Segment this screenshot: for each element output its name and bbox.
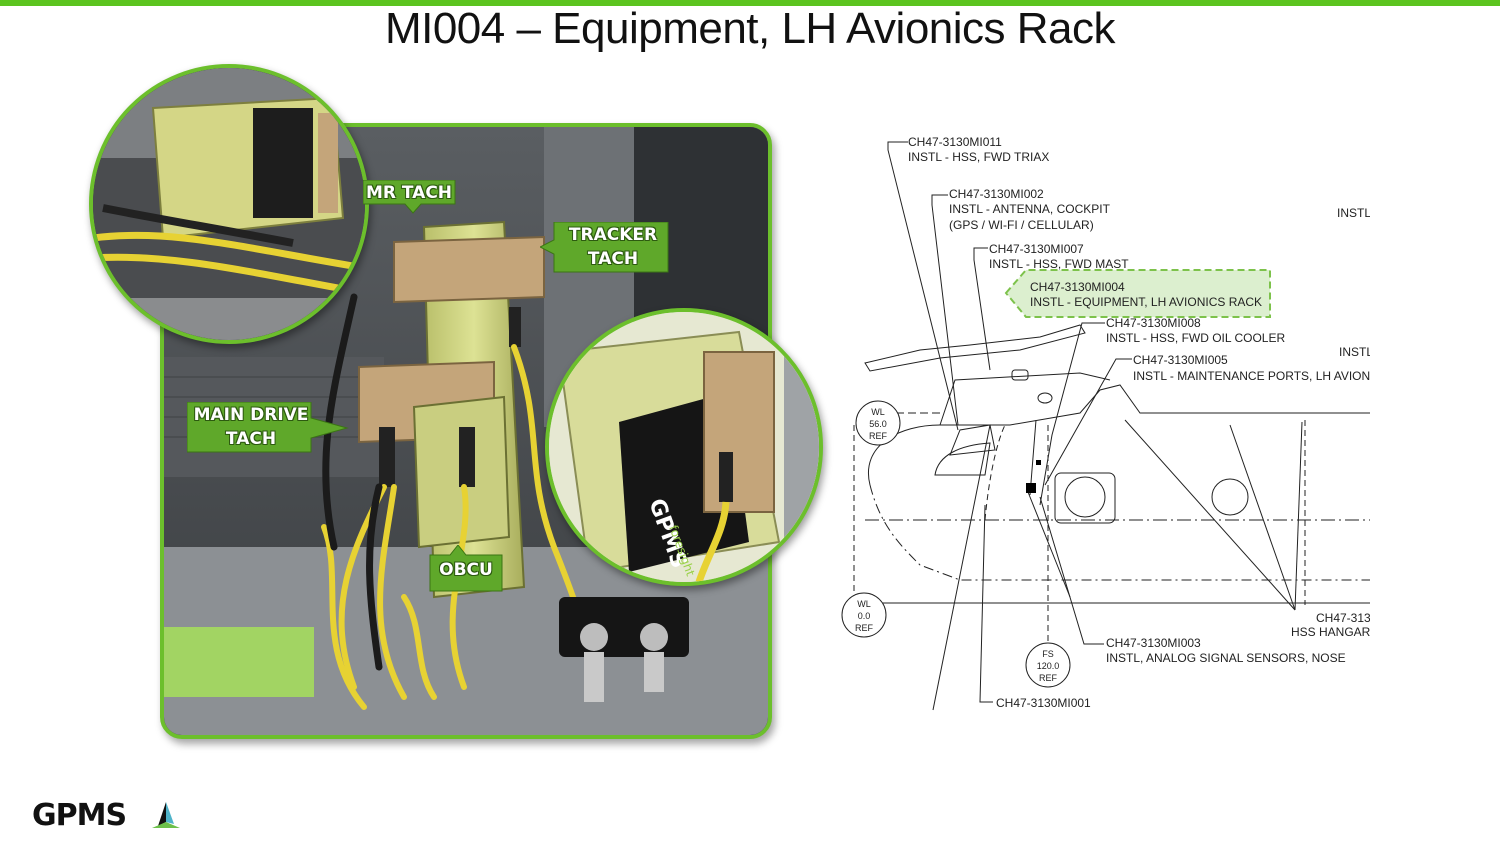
mi005-code: CH47-3130MI005	[1133, 353, 1228, 367]
wl56-ref-circle	[855, 400, 901, 446]
logo-sail-icon	[152, 802, 180, 828]
mi004-desc: INSTL - EQUIPMENT, LH AVIONICS RACK	[1030, 295, 1262, 309]
mi011-desc: INSTL - HSS, FWD TRIAX	[908, 150, 1049, 164]
fs120-line1: FS	[1042, 649, 1054, 659]
gpms-logo: GPMS	[32, 798, 192, 834]
cut-label-2: INSTL	[1339, 345, 1370, 359]
mi001-code: CH47-3130MI001	[996, 696, 1091, 710]
mi007-desc: INSTL - HSS, FWD MAST	[989, 257, 1129, 271]
mr-tach-label: MR TACH	[365, 183, 453, 203]
installation-diagram: WL 56.0 REF WL 0.0 REF FS 120.0 REF CH47…	[840, 125, 1370, 720]
main-drive-label-line2: TACH	[225, 429, 277, 449]
wl56-line1: WL	[871, 407, 885, 417]
mi003-desc: INSTL, ANALOG SIGNAL SENSORS, NOSE	[1106, 651, 1346, 665]
obcu-label: OBCU	[439, 560, 493, 580]
wl56-line2: 56.0	[869, 419, 887, 429]
fs120-line2: 120.0	[1037, 661, 1060, 671]
mi002-code: CH47-3130MI002	[949, 187, 1044, 201]
mi008-desc: INSTL - HSS, FWD OIL COOLER	[1106, 331, 1285, 345]
mi011-code: CH47-3130MI011	[908, 135, 1002, 149]
mi004-highlight	[1004, 269, 1271, 318]
mi004-code: CH47-3130MI004	[1030, 280, 1125, 294]
wl0-line3: REF	[855, 623, 874, 633]
inset-detail-right: GPMS foresight	[545, 308, 823, 586]
helicopter-drawing: WL 56.0 REF WL 0.0 REF FS 120.0 REF CH47…	[841, 135, 1370, 711]
mi003-code: CH47-3130MI003	[1106, 636, 1201, 650]
fs120-line3: REF	[1039, 673, 1058, 683]
wl0-ref-circle	[841, 592, 887, 638]
tracker-tach-label-line1: TRACKER	[568, 225, 658, 245]
mi007-code: CH47-3130MI007	[989, 242, 1084, 256]
mi008-code: CH47-3130MI008	[1106, 316, 1201, 330]
fs120-ref-circle	[1025, 642, 1071, 688]
wl56-line3: REF	[869, 431, 888, 441]
hss-hangar-code: CH47-313	[1316, 611, 1370, 625]
mi005-desc: INSTL - MAINTENANCE PORTS, LH AVIONI	[1133, 369, 1370, 383]
mi002-desc: INSTL - ANTENNA, COCKPIT	[949, 202, 1111, 216]
slide-title: MI004 – Equipment, LH Avionics Rack	[384, 4, 1116, 53]
wl0-line2: 0.0	[858, 611, 871, 621]
cut-label-1: INSTL	[1337, 206, 1370, 220]
wl0-line1: WL	[857, 599, 871, 609]
top-accent-bar	[0, 0, 1500, 6]
logo-text: GPMS	[32, 798, 127, 833]
hss-hangar-desc: HSS HANGAR	[1291, 625, 1370, 639]
tracker-tach-label-line2: TACH	[587, 249, 639, 269]
inset-detail-top-left	[89, 64, 369, 344]
mi002-desc2: (GPS / WI-FI / CELLULAR)	[949, 218, 1094, 232]
main-drive-label-line1: MAIN DRIVE	[193, 405, 309, 425]
